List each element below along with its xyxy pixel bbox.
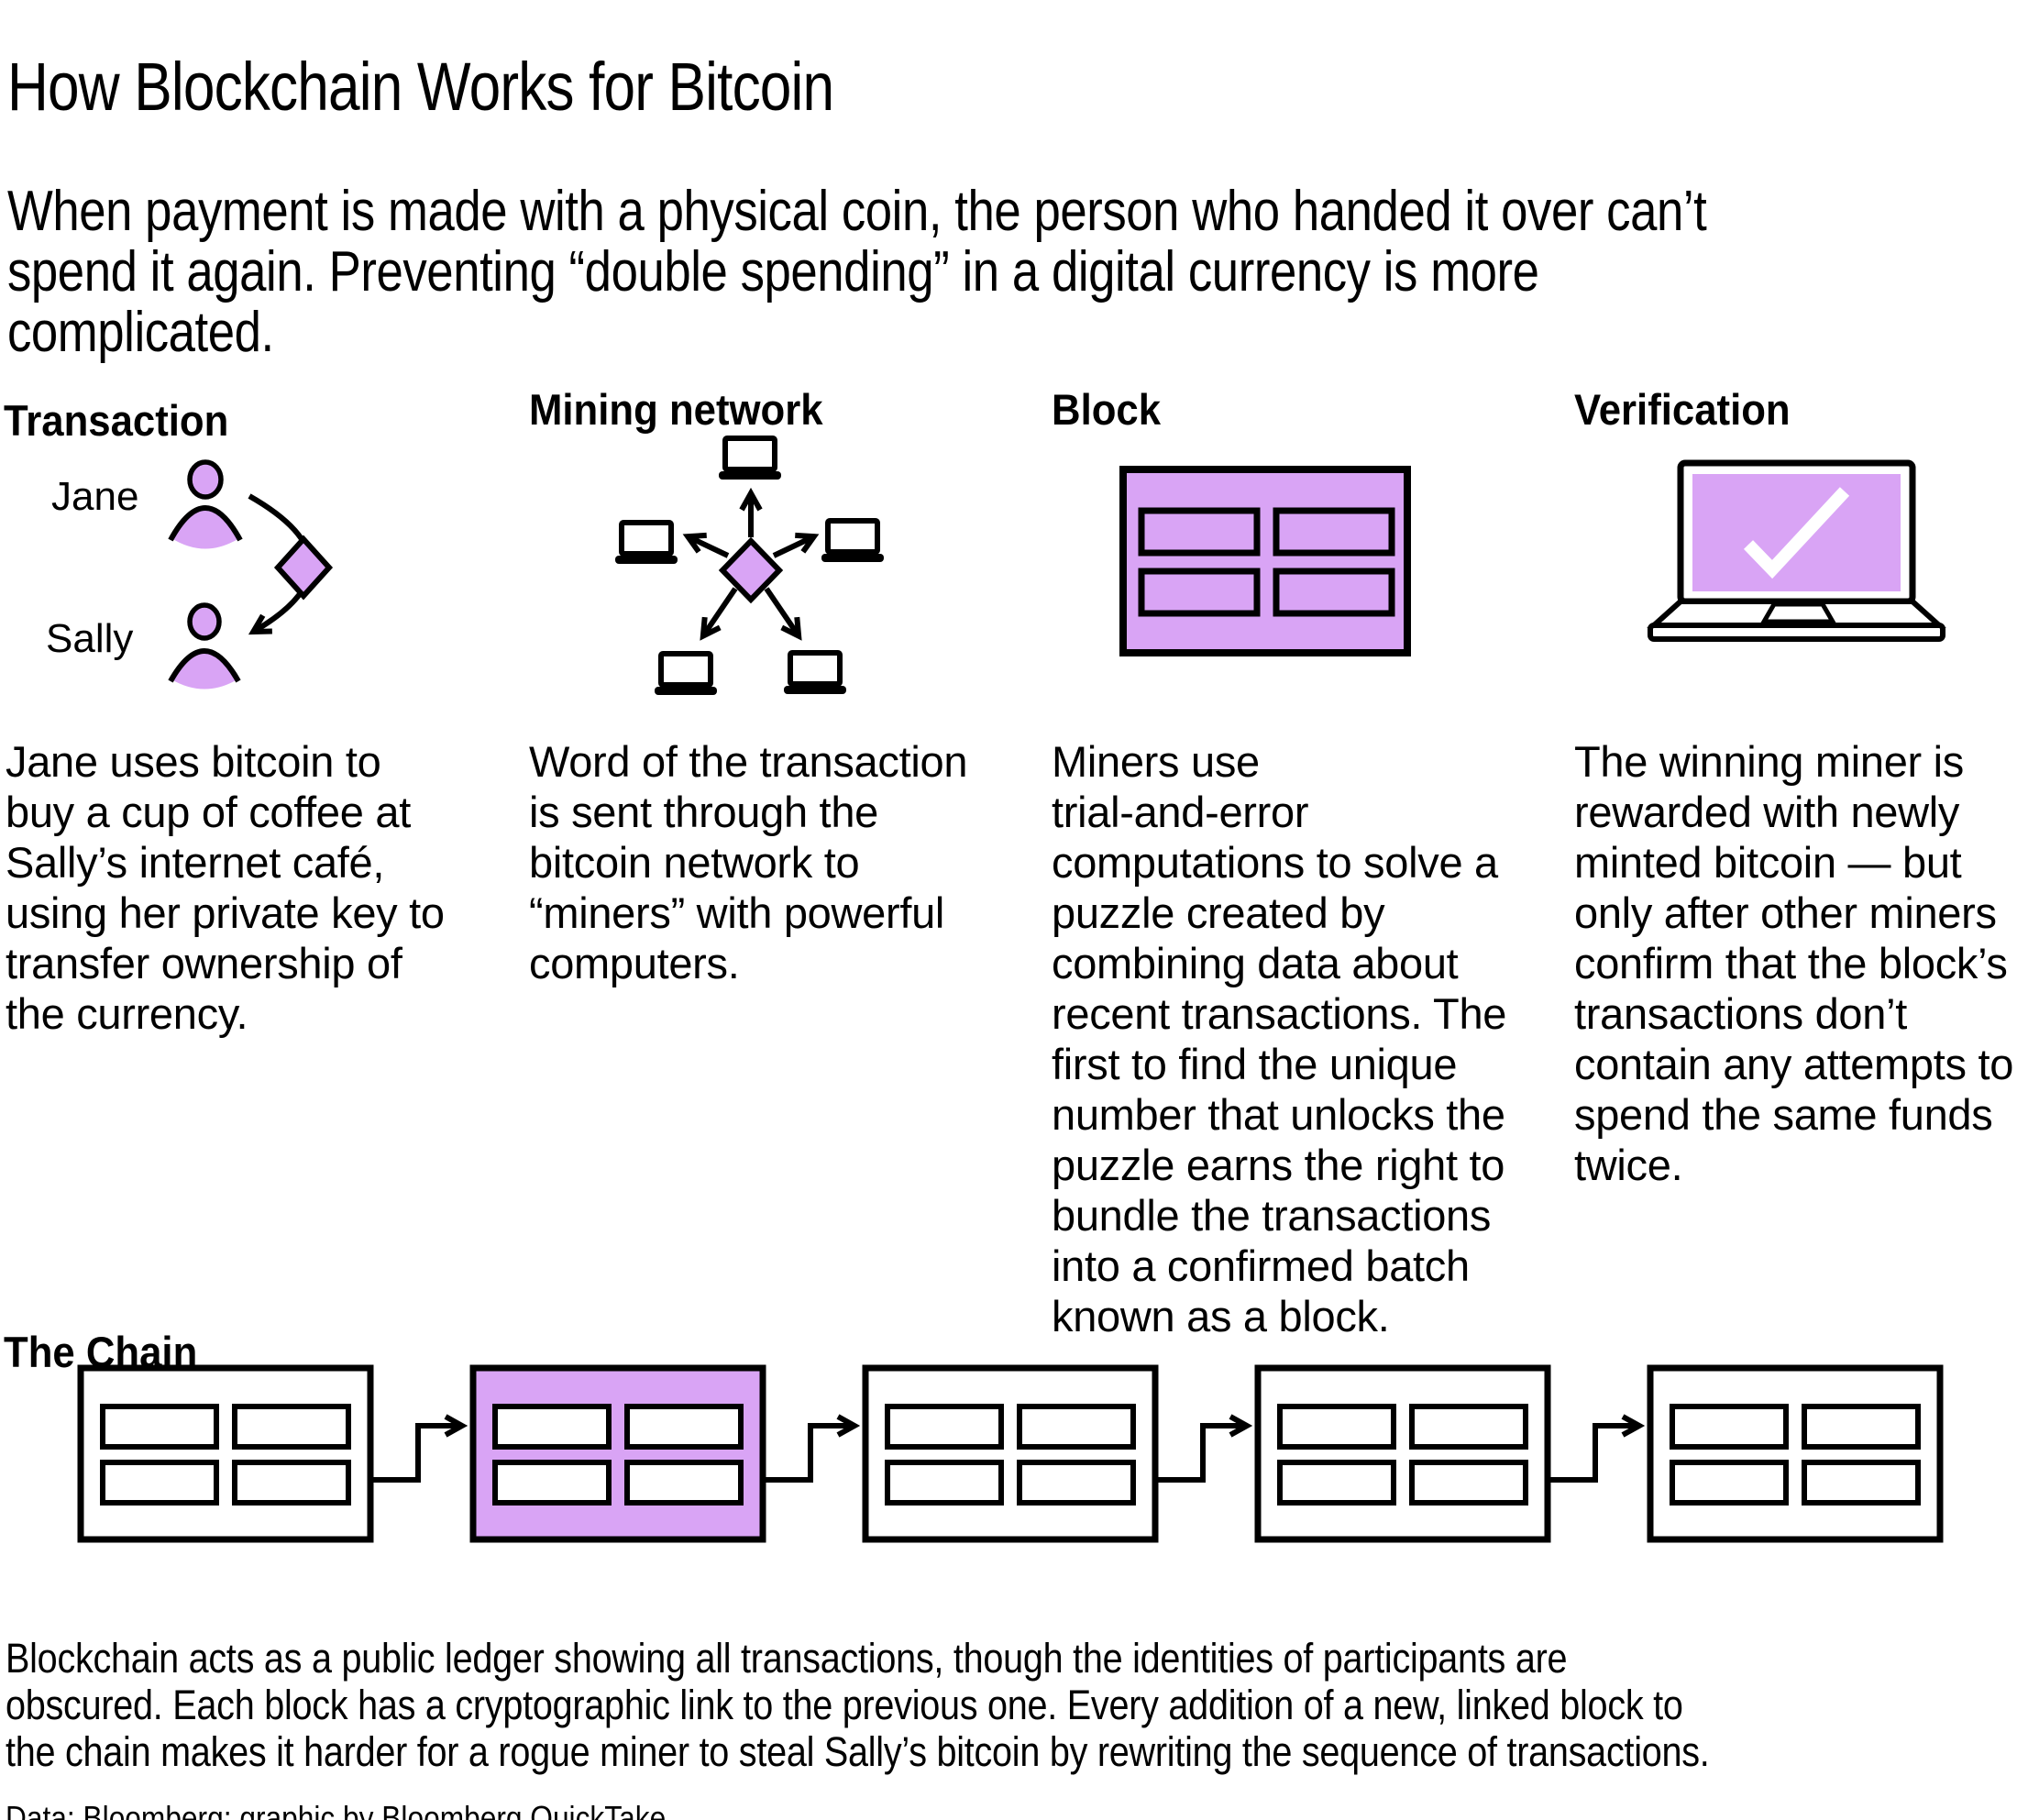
laptop-check-icon [1647, 459, 1946, 642]
label-jane: Jane [51, 474, 139, 519]
transaction-description: Jane uses bitcoin to buy a cup of coffee… [6, 737, 445, 1038]
block-description: Miners use trial-and-error computations … [1052, 737, 1507, 1340]
chain-link-arrow [763, 1414, 861, 1483]
heading-verification: Verification [1574, 385, 1791, 434]
checkmark-icon [1743, 487, 1850, 579]
credit-line: Data: Bloomberg; graphic by Bloomberg Qu… [6, 1799, 667, 1820]
laptop-icon [784, 650, 846, 694]
heading-block: Block [1052, 385, 1162, 434]
coin-diamond-icon [273, 535, 334, 601]
verification-description: The winning miner is rewarded with newly… [1574, 737, 2014, 1189]
chain-block [1254, 1364, 1551, 1543]
chain-link-arrow [370, 1414, 468, 1483]
block-icon [1119, 466, 1411, 656]
transaction-diamond-icon [718, 536, 784, 604]
page-title: How Blockchain Works for Bitcoin [7, 48, 834, 125]
chain-block [1647, 1364, 1944, 1543]
laptop-icon [821, 518, 884, 562]
mining-network-illustration [615, 436, 884, 695]
laptop-icon [615, 520, 678, 564]
chain-link-arrow [1155, 1414, 1253, 1483]
broadcast-arrows [682, 487, 820, 641]
person-icon [168, 602, 241, 689]
chain-caption: Blockchain acts as a public ledger showi… [6, 1635, 1710, 1775]
block-illustration [1119, 466, 1411, 656]
chain-block-highlighted [469, 1364, 766, 1543]
laptop-icon [655, 651, 717, 695]
laptop-icon [719, 436, 781, 480]
mining-network-description: Word of the transaction is sent through … [529, 737, 968, 987]
transaction-illustration [168, 459, 334, 689]
chain-block [77, 1364, 374, 1543]
heading-mining-network: Mining network [529, 385, 823, 434]
heading-transaction: Transaction [4, 396, 229, 445]
chain-illustration [77, 1364, 1944, 1543]
chain-block [862, 1364, 1159, 1543]
chain-link-arrow [1548, 1414, 1646, 1483]
verification-illustration [1647, 459, 1946, 642]
label-sally: Sally [46, 616, 134, 661]
intro-text: When payment is made with a physical coi… [7, 180, 1707, 364]
person-icon [168, 459, 243, 549]
